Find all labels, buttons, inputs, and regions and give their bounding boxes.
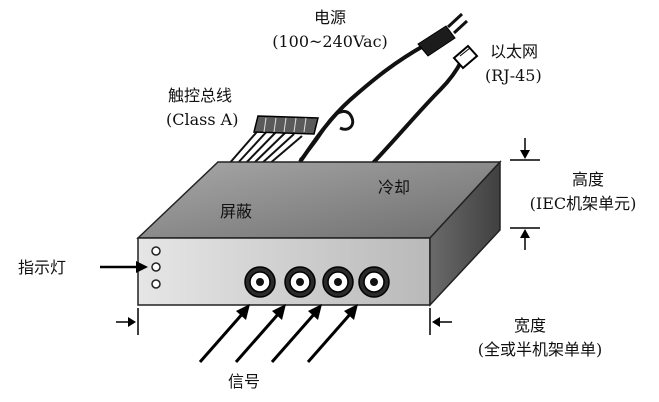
indicator-leds — [151, 246, 161, 289]
height-label: 高度 — [571, 170, 604, 189]
ethernet-label: 以太网 — [490, 42, 539, 61]
shield-label: 屏蔽 — [220, 202, 253, 221]
ethernet-cable — [370, 59, 464, 166]
bnc-connector-2 — [284, 266, 316, 298]
box-front-face — [137, 237, 431, 306]
power-cable — [298, 43, 426, 164]
box-side-face — [429, 160, 501, 307]
height-spec-label: (IEC机架单元) — [529, 194, 637, 213]
bnc-connector-3 — [322, 266, 354, 298]
indicator-arrow — [100, 261, 148, 273]
ethernet-spec-label: (RJ-45) — [485, 66, 542, 85]
rj45-plug-icon — [452, 44, 479, 70]
width-label: 宽度 — [513, 316, 546, 335]
width-spec-label: (全或半机架单单) — [477, 340, 603, 359]
power-spec-label: (100~240Vac) — [272, 32, 388, 51]
signal-label: 信号 — [228, 372, 261, 391]
touch-bus-spec-label: (Class A) — [166, 110, 239, 129]
bnc-connector-1 — [244, 266, 276, 298]
touch-bus-label: 触控总线 — [168, 86, 233, 105]
signal-arrows — [198, 304, 358, 363]
indicator-label: 指示灯 — [18, 258, 67, 277]
led-3 — [151, 279, 161, 289]
touch-bus-connector-icon — [253, 115, 319, 135]
width-dimension — [116, 308, 452, 335]
cooling-label: 冷却 — [378, 178, 411, 197]
led-2 — [151, 262, 161, 272]
height-dimension — [510, 138, 540, 250]
led-1 — [151, 246, 161, 256]
power-label: 电源 — [313, 8, 346, 27]
power-plug-icon — [417, 12, 469, 57]
bnc-connector-4 — [358, 266, 390, 298]
